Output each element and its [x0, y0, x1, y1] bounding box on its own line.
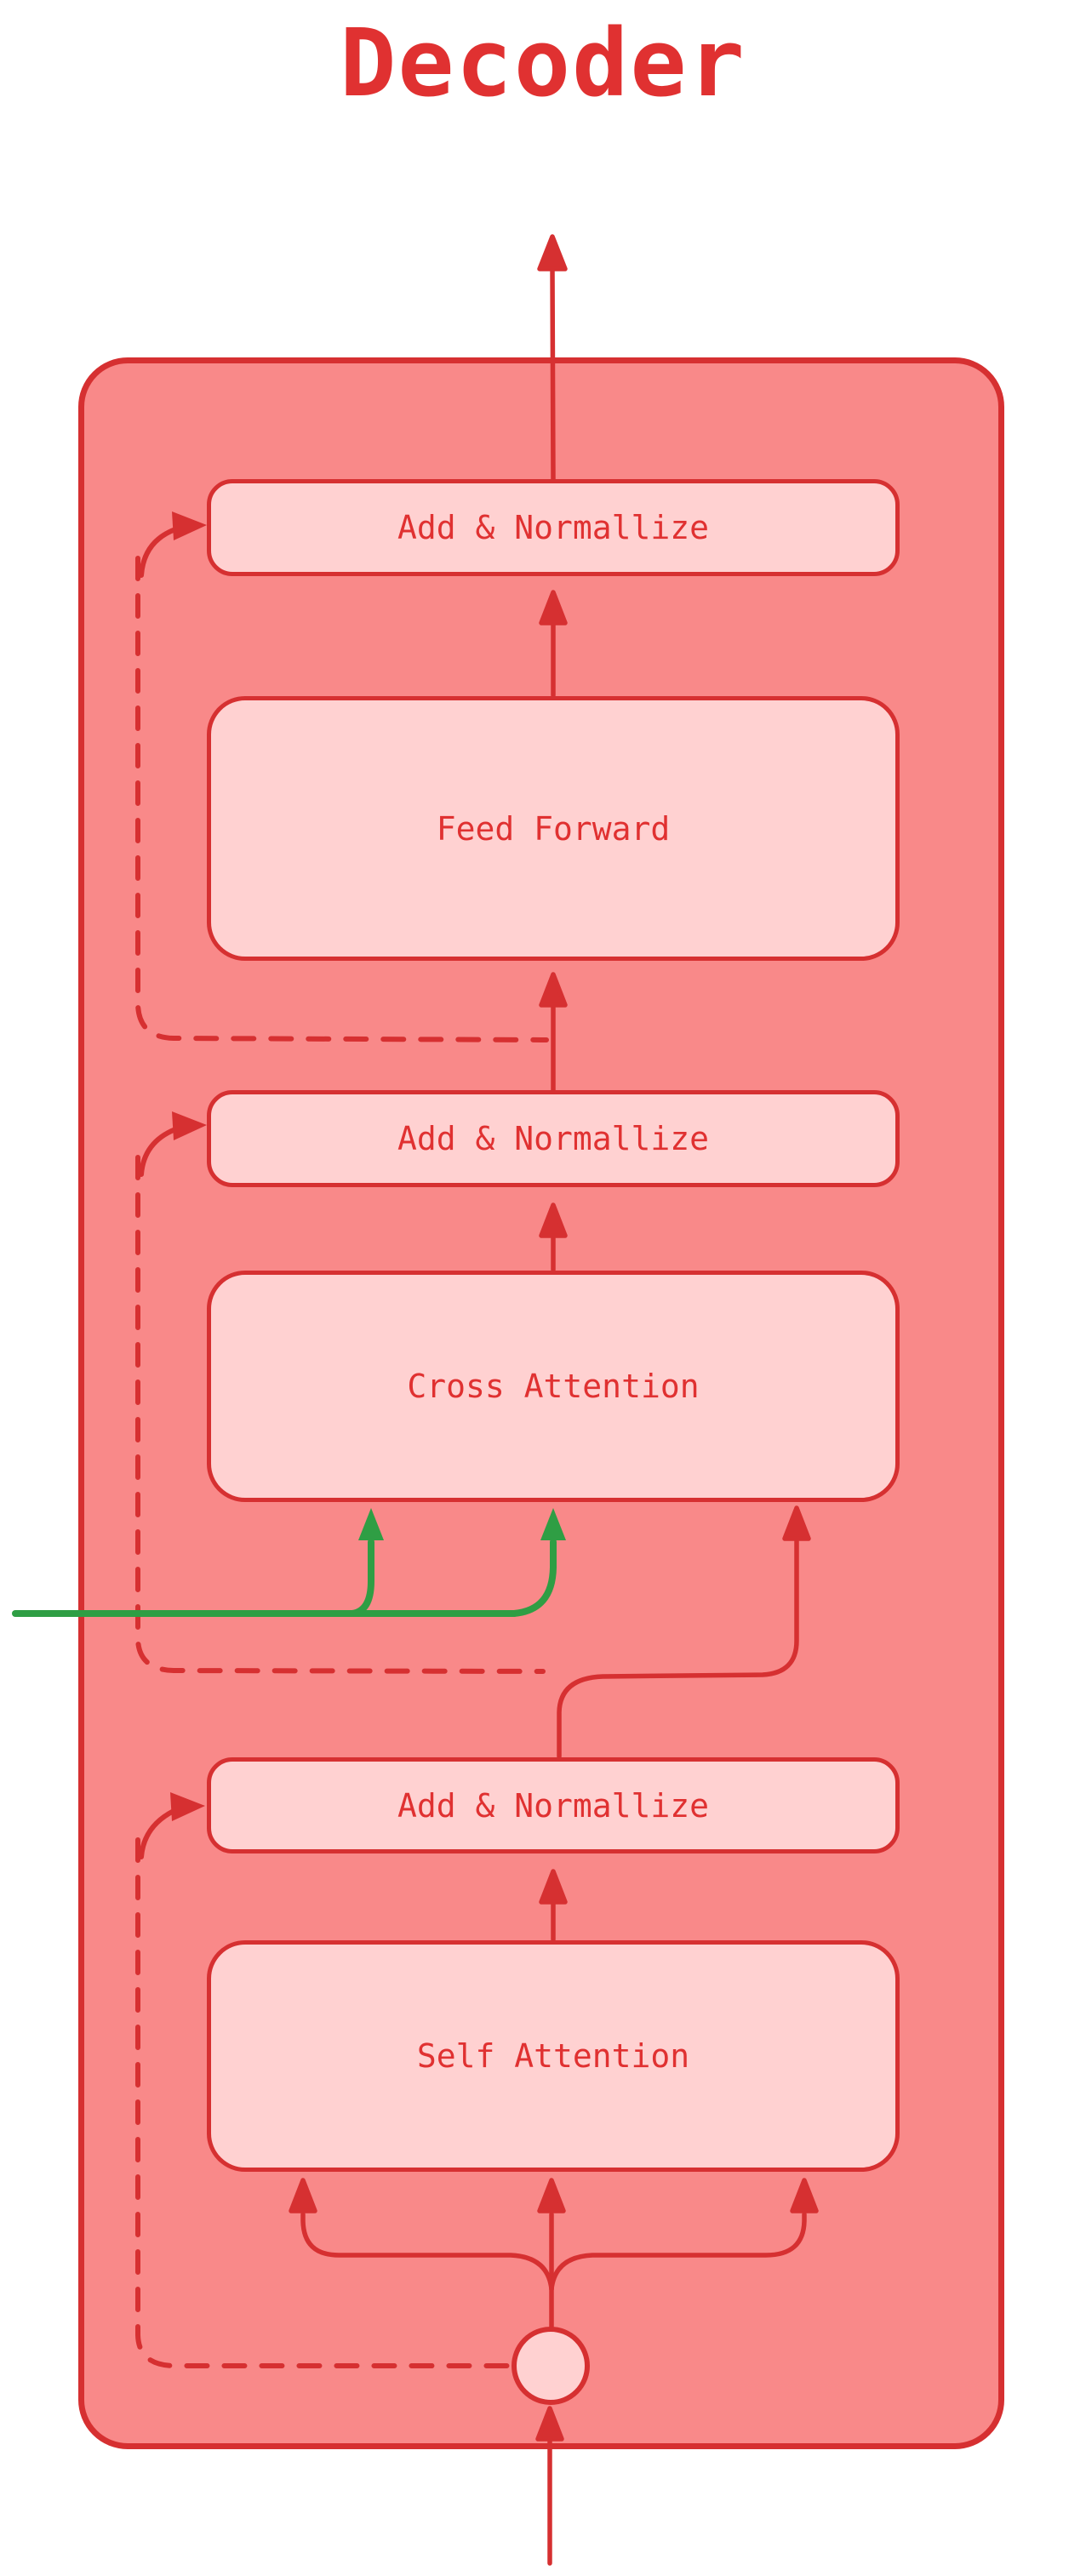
residual-arrowhead-1: [139, 511, 207, 578]
block-label: Add & Normallize: [397, 509, 710, 546]
green-input-arrows: [12, 1508, 566, 1617]
input-junction-circle: [512, 2327, 590, 2405]
block-label: Cross Attention: [407, 1368, 700, 1405]
diagram-title: Decoder: [340, 9, 746, 117]
arrow-ca-to-addnorm2: [539, 1202, 568, 1272]
arrow-addnorm2-to-ff: [539, 972, 568, 1093]
residual-arrowhead-2: [139, 1111, 207, 1177]
arrow-addnorm3-to-ca: [557, 1505, 811, 1759]
block-label: Add & Normallize: [397, 1120, 710, 1157]
residual-arrowhead-3: [139, 1792, 205, 1859]
block-self-attention: Self Attention: [207, 1940, 900, 2172]
self-attention-input-trident: [289, 2178, 819, 2329]
block-add-normalize-top: Add & Normallize: [207, 479, 900, 576]
block-cross-attention: Cross Attention: [207, 1271, 900, 1502]
output-arrow: [537, 234, 568, 482]
block-add-normalize-bottom: Add & Normallize: [207, 1757, 900, 1853]
arrow-sa-to-addnorm3: [539, 1869, 568, 1942]
decoder-input-arrow: [535, 2406, 564, 2566]
residual-dashed-2: [135, 1155, 546, 1674]
block-label: Self Attention: [416, 2037, 690, 2075]
residual-dashed-3: [135, 1837, 511, 2368]
arrow-ff-to-addnorm1: [539, 590, 568, 698]
block-label: Feed Forward: [436, 809, 671, 848]
block-add-normalize-middle: Add & Normallize: [207, 1090, 900, 1187]
residual-dashed-1: [135, 556, 549, 1042]
block-feed-forward: Feed Forward: [207, 696, 900, 961]
block-label: Add & Normallize: [397, 1786, 710, 1825]
